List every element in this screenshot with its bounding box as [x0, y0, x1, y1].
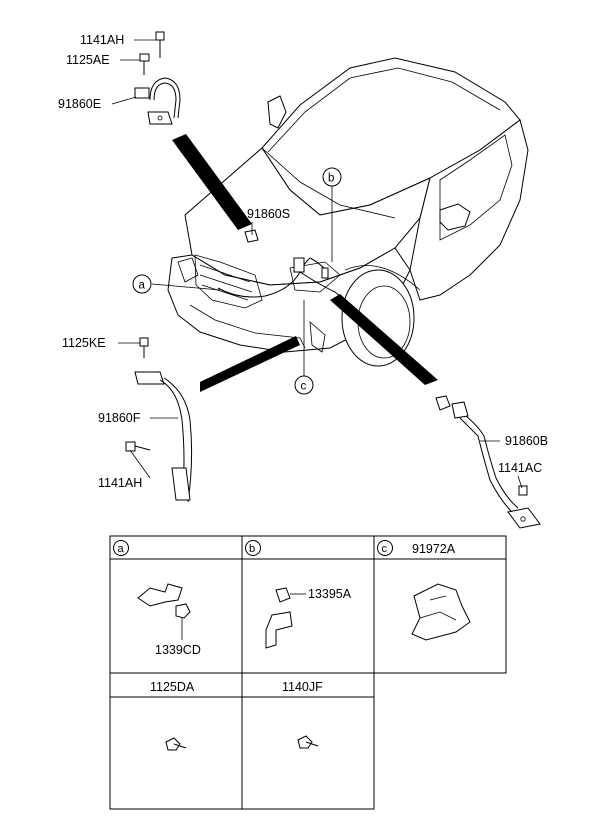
cover-c-shape [411, 583, 471, 641]
detail-table: a 1339CD b 13395A c 91972A 1125DA [109, 535, 507, 810]
bracket-b-shape [265, 611, 293, 649]
cell-b-marker: b [249, 543, 255, 555]
arrow-lower-right [330, 294, 438, 385]
marker-a-circle [132, 274, 152, 294]
callout-91860E: 91860E [58, 97, 101, 111]
arrow-upper-left [172, 134, 252, 230]
cell-d-header-label: 1125DA [150, 680, 195, 694]
nut-a-shape [175, 603, 191, 619]
cable-91860E [134, 31, 181, 125]
roof-rack-shape [267, 95, 287, 129]
callout-91860B: 91860B [505, 434, 548, 448]
callout-1125AE: 1125AE [66, 53, 110, 67]
cell-c-header-label: 91972A [412, 542, 456, 556]
clip-d-shape [165, 737, 181, 751]
table-cell-e: 1140JF [282, 680, 323, 749]
table-cell-d: 1125DA [150, 680, 195, 751]
cell-e-header-label: 1140JF [282, 680, 323, 694]
vehicle-illustration [167, 57, 529, 367]
marker-b-circle [322, 167, 342, 187]
cell-c-marker: c [382, 543, 388, 555]
arrow-lower-left [200, 336, 300, 392]
wiring-harness [217, 229, 346, 301]
leader-lines [111, 39, 523, 489]
callout-1141AH-bottom: 1141AH [98, 476, 142, 490]
table-cell-a: a 1339CD [113, 540, 201, 657]
bracket-a-shape [137, 583, 183, 607]
marker-c-circle [294, 375, 314, 395]
callout-1141AC: 1141AC [498, 461, 542, 475]
harness-clip [244, 229, 259, 243]
callout-1125KE: 1125KE [62, 336, 106, 350]
clip-e-shape [297, 735, 313, 749]
nut-b-shape [275, 587, 291, 603]
callout-91860F: 91860F [98, 411, 141, 425]
cable-91860F [125, 337, 193, 503]
marker-a: a [139, 280, 146, 292]
callout-91860S: 91860S [247, 207, 290, 221]
callout-1141AH-top: 1141AH [80, 33, 124, 47]
callout-labels: 1141AH 1125AE 91860E 91860S 1125KE 91860… [58, 33, 548, 490]
mirror-shape [439, 203, 471, 231]
cable-91860B [435, 395, 541, 529]
cell-b-part-label: 13395A [308, 587, 352, 601]
marker-b: b [328, 173, 334, 185]
table-cell-b: b 13395A [245, 540, 352, 649]
pointer-arrows [172, 134, 438, 392]
table-cell-c: c 91972A [377, 540, 471, 641]
marker-c: c [301, 381, 307, 393]
detail-markers: a b c [132, 167, 342, 395]
cell-a-part-label: 1339CD [155, 643, 201, 657]
cell-a-marker: a [118, 543, 125, 555]
